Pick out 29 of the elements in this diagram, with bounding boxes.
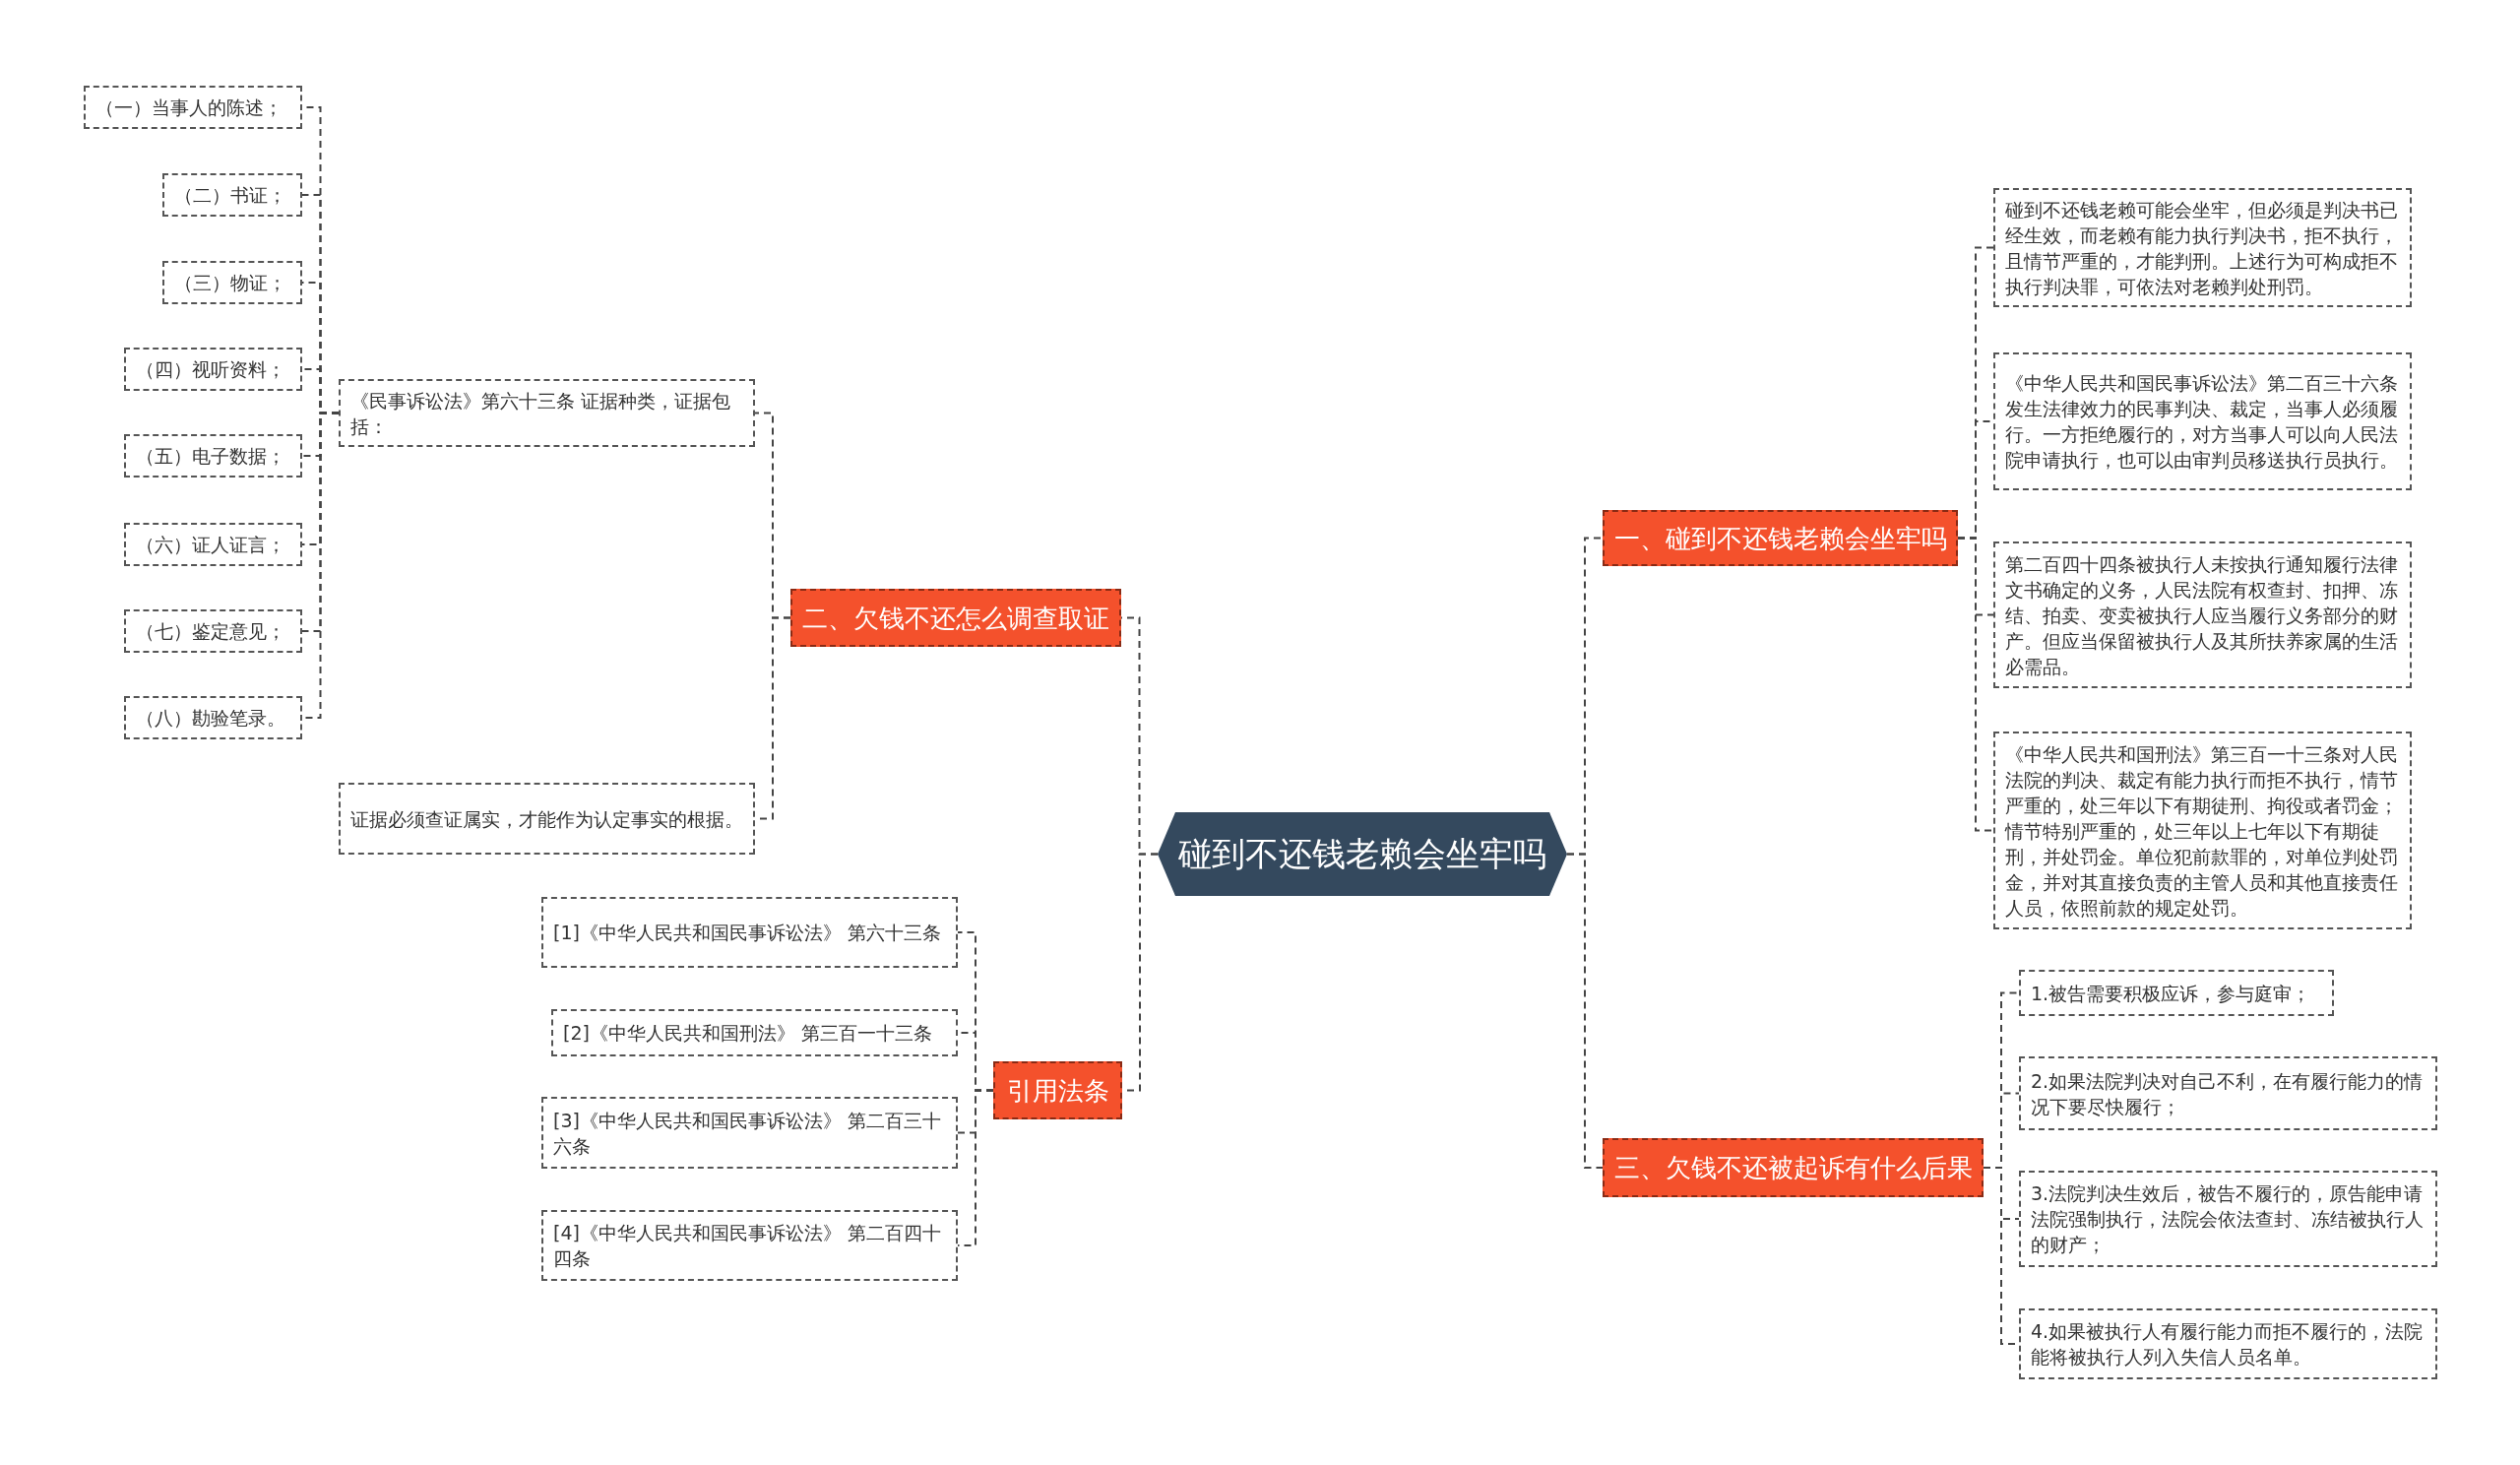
branch-topic: 引用法条 xyxy=(993,1061,1122,1119)
branch-topic: 一、碰到不还钱老赖会坐牢吗 xyxy=(1603,510,1958,566)
text-box: 2.如果法院判决对自己不利，在有履行能力的情况下要尽快履行； xyxy=(2019,1056,2437,1130)
text-box: 碰到不还钱老赖可能会坐牢，但必须是判决书已经生效，而老赖有能力执行判决书，拒不执行，且情节严重的，才能判刑。上述行为可构成拒不执行判决罪，可依法对老赖判处刑罚。 xyxy=(1993,188,2412,307)
text-box: 4.如果被执行人有履行能力而拒不履行的，法院能将被执行人列入失信人员名单。 xyxy=(2019,1308,2437,1379)
central-topic: 碰到不还钱老赖会坐牢吗 xyxy=(1158,812,1567,896)
connector-line xyxy=(1957,537,1994,832)
text-box: （五）电子数据； xyxy=(124,434,302,478)
text-box: [3]《中华人民共和国民事诉讼法》 第二百三十六条 xyxy=(541,1097,958,1169)
text-box: 1.被告需要积极应诉，参与庭审； xyxy=(2019,970,2334,1016)
text-box: （一）当事人的陈述； xyxy=(84,86,302,129)
text-box: 证据必须查证属实，才能作为认定事实的根据。 xyxy=(339,783,755,855)
text-box: 《中华人民共和国刑法》第三百一十三条对人民法院的判决、裁定有能力执行而拒不执行，情节严重的，处三年以下有期徒刑、拘役或者罚金；情节特别严重的，处三年以上七年以下有期徒刑，并处罚金。单位犯前款罪的，对单位判处罚金，并对其直接负责的主管人员和其他直接责任人员，依照前款的规定处罚。 xyxy=(1993,732,2412,929)
text-box: 3.法院判决生效后，被告不履行的，原告能申请法院强制执行，法院会依法查封、冻结被执行人的财产； xyxy=(2019,1171,2437,1267)
connector-line xyxy=(1566,853,1604,1169)
branch-topic: 二、欠钱不还怎么调查取证 xyxy=(790,589,1121,647)
text-box: 《中华人民共和国民事诉讼法》第二百三十六条发生法律效力的民事判决、裁定，当事人必须履行。一方拒绝履行的，对方当事人可以向人民法院申请执行，也可以由审判员移送执行员执行。 xyxy=(1993,352,2412,490)
text-box: （六）证人证言； xyxy=(124,523,302,566)
text-box: （三）物证； xyxy=(162,261,302,304)
text-box: （七）鉴定意见； xyxy=(124,609,302,653)
text-box: 《民事诉讼法》第六十三条 证据种类，证据包括： xyxy=(339,379,755,447)
text-box: （四）视听资料； xyxy=(124,348,302,391)
text-box: （二）书证； xyxy=(162,173,302,217)
text-box: 第二百四十四条被执行人未按执行通知履行法律文书确定的义务，人民法院有权查封、扣押、冻结、拍卖、变卖被执行人应当履行义务部分的财产。但应当保留被执行人及其所扶养家属的生活必需品。 xyxy=(1993,541,2412,688)
text-box: [1]《中华人民共和国民事诉讼法》 第六十三条 xyxy=(541,897,958,968)
text-box: [4]《中华人民共和国民事诉讼法》 第二百四十四条 xyxy=(541,1210,958,1281)
branch-topic: 三、欠钱不还被起诉有什么后果 xyxy=(1603,1138,1984,1197)
text-box: （八）勘验笔录。 xyxy=(124,696,302,739)
text-box: [2]《中华人民共和国刑法》 第三百一十三条 xyxy=(551,1009,958,1056)
